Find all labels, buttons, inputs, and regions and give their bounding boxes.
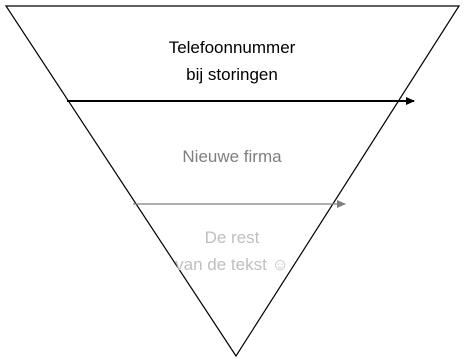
bottom-level-line-2: van de tekst ☺ [175, 255, 289, 274]
top-level-line-1: Telefoonnummer [168, 38, 296, 57]
triangle-outline [4, 5, 461, 358]
bottom-level-label: De rest van de tekst ☺ [132, 224, 332, 278]
bottom-level-line-1: De rest [204, 228, 260, 247]
middle-level-line-1: Nieuwe firma [182, 147, 282, 166]
top-level-line-2: bij storingen [186, 65, 278, 84]
middle-level-label: Nieuwe firma [132, 143, 332, 170]
top-level-label: Telefoonnummer bij storingen [132, 34, 332, 88]
